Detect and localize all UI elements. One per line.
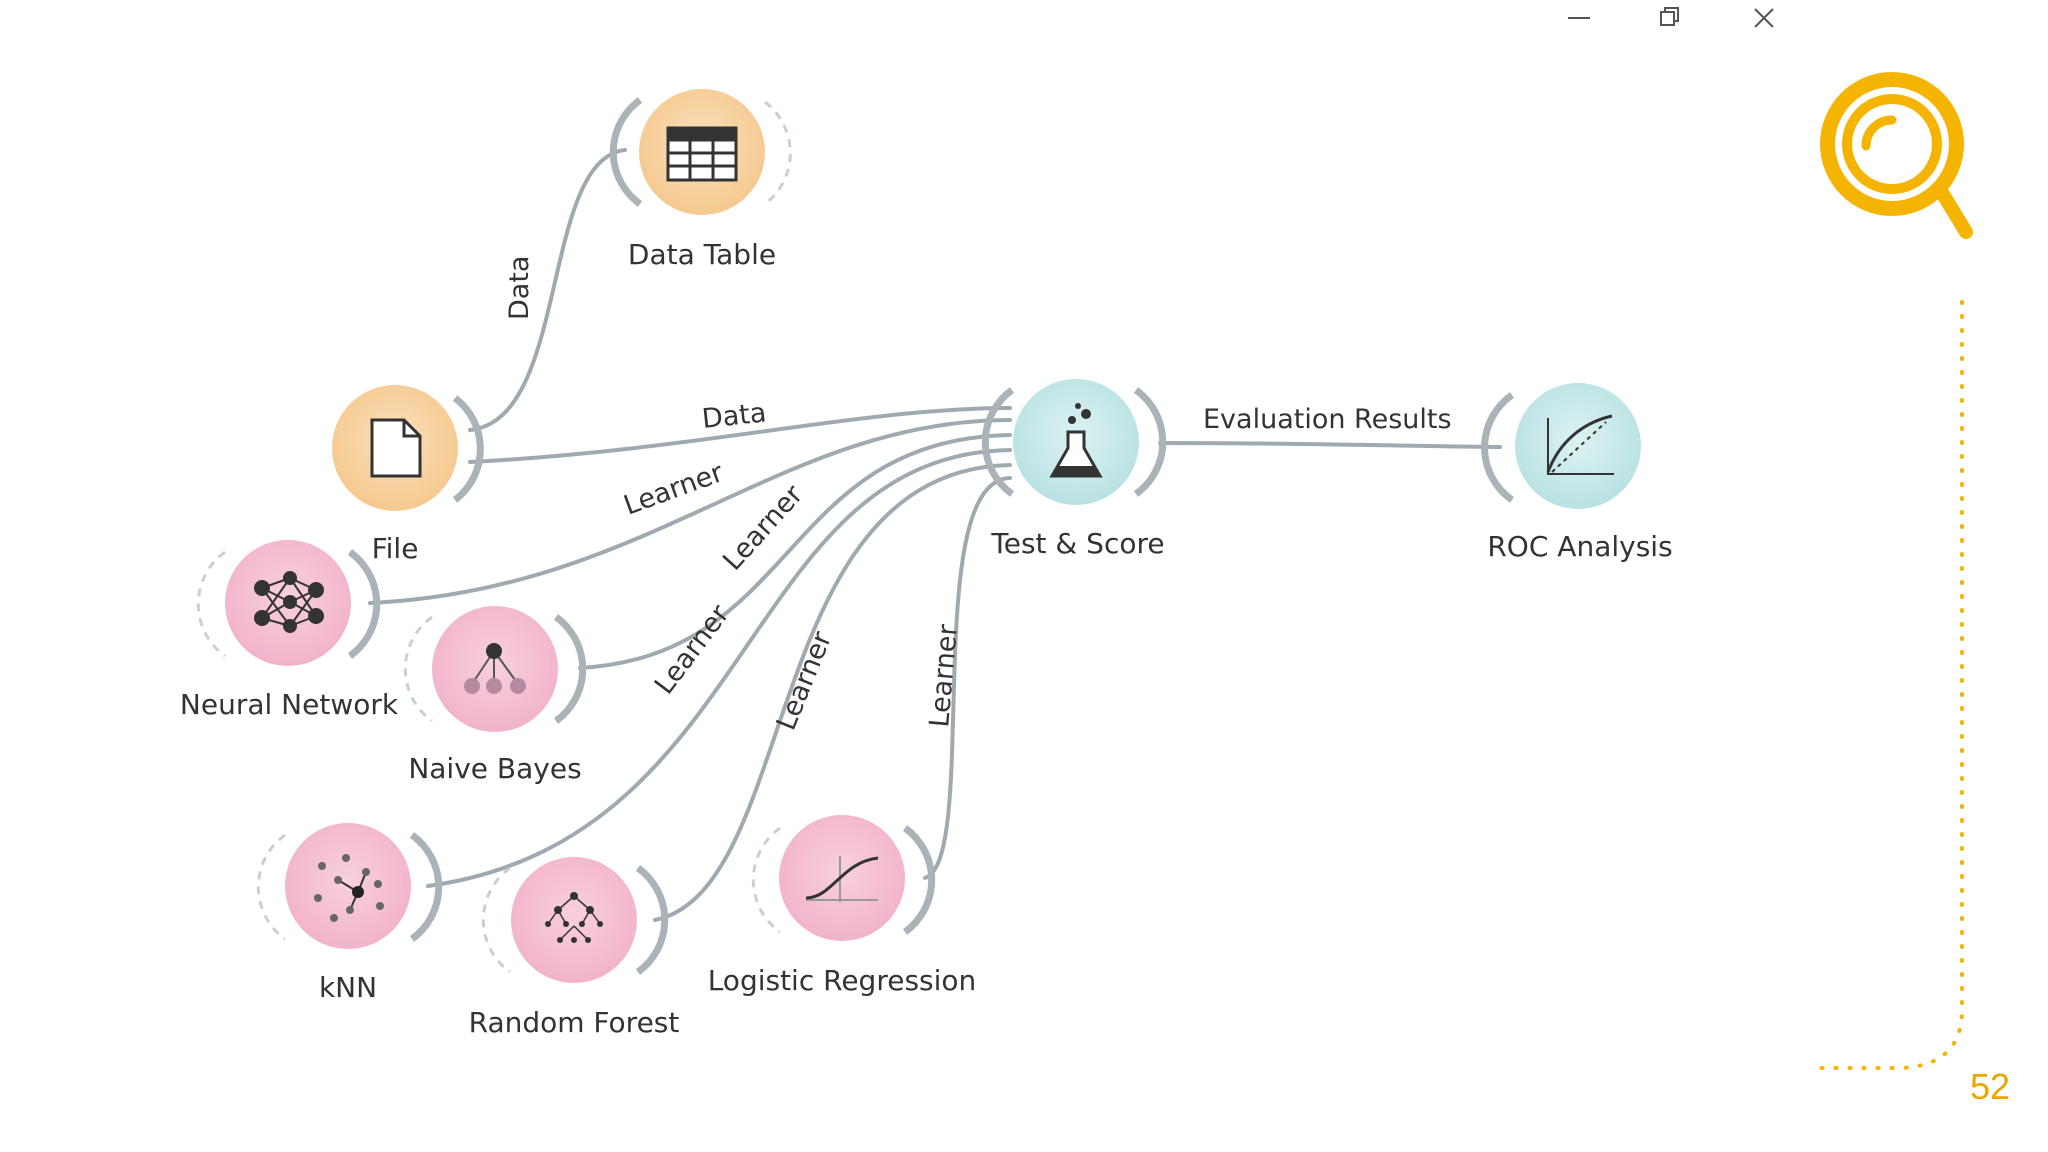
link-label-nn-test: Learner bbox=[620, 457, 728, 522]
link-label-nb-test: Learner bbox=[717, 479, 810, 577]
node-neural-network[interactable]: Neural Network bbox=[180, 540, 399, 721]
magnifier-icon bbox=[1820, 72, 1973, 239]
network-icon bbox=[254, 571, 324, 633]
roc-curve-icon bbox=[1546, 414, 1614, 475]
node-logistic-regression[interactable]: Logistic Regression bbox=[708, 815, 977, 997]
table-icon bbox=[666, 126, 738, 182]
link-knn-to-test bbox=[426, 448, 1012, 888]
node-data-table[interactable]: Data Table bbox=[609, 89, 792, 271]
link-label-lr-test: Learner bbox=[924, 622, 964, 728]
node-random-forest[interactable]: Random Forest bbox=[469, 857, 680, 1039]
link-label-file-table: Data bbox=[504, 256, 535, 320]
node-label-test-score: Test & Score bbox=[990, 527, 1164, 560]
node-label-naive-bayes: Naive Bayes bbox=[408, 752, 581, 785]
node-knn[interactable]: kNN bbox=[256, 823, 443, 1004]
node-label-file: File bbox=[372, 532, 419, 565]
bayes-icon bbox=[464, 643, 526, 694]
node-label-logistic-regression: Logistic Regression bbox=[708, 964, 977, 997]
close-icon[interactable] bbox=[1754, 8, 1774, 28]
restore-icon[interactable] bbox=[1660, 7, 1679, 26]
link-nb-to-test bbox=[578, 433, 1012, 670]
flask-icon bbox=[1049, 403, 1103, 478]
node-test-score[interactable]: Test & Score bbox=[981, 379, 1167, 560]
node-roc-analysis[interactable]: ROC Analysis bbox=[1481, 383, 1673, 563]
link-label-test-roc: Evaluation Results bbox=[1203, 404, 1452, 435]
node-label-random-forest: Random Forest bbox=[469, 1006, 680, 1039]
link-label-file-test: Data bbox=[700, 397, 767, 435]
node-label-knn: kNN bbox=[319, 971, 377, 1004]
forest-icon bbox=[545, 892, 603, 943]
link-test-to-roc bbox=[1158, 441, 1502, 449]
node-file[interactable]: File bbox=[332, 385, 484, 565]
node-label-roc-analysis: ROC Analysis bbox=[1487, 530, 1672, 563]
sigmoid-icon bbox=[805, 856, 879, 902]
knn-icon bbox=[314, 854, 384, 922]
link-file-to-table bbox=[468, 148, 627, 432]
dotted-connector bbox=[1812, 300, 1964, 1070]
link-file-to-test bbox=[468, 406, 1012, 464]
file-icon bbox=[370, 418, 422, 478]
node-label-data-table: Data Table bbox=[628, 238, 776, 271]
link-lr-to-test bbox=[923, 476, 1012, 880]
link-nn-to-test bbox=[368, 418, 1012, 605]
node-label-neural-network: Neural Network bbox=[180, 688, 399, 721]
link-label-rf-test: Learner bbox=[771, 627, 839, 735]
link-rf-to-test bbox=[653, 463, 1012, 922]
page-number: 52 bbox=[1969, 1066, 2010, 1107]
node-naive-bayes[interactable]: Naive Bayes bbox=[403, 606, 587, 785]
